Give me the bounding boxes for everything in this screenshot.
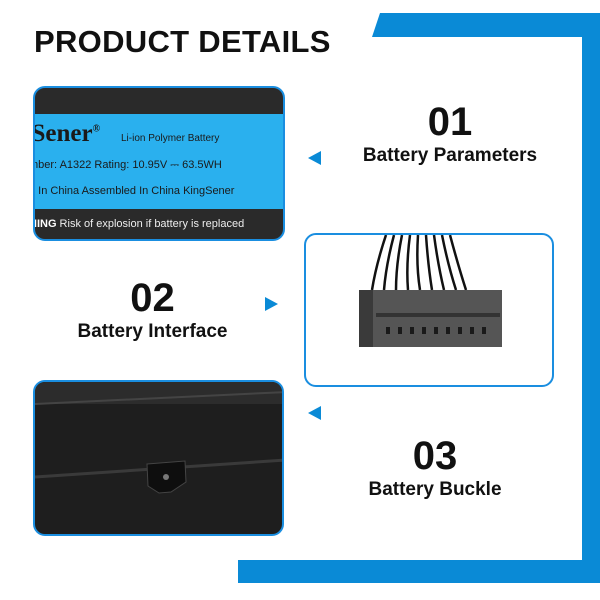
brand-logo: gSener® <box>33 120 101 147</box>
section-03: 03 Battery Buckle <box>330 434 540 502</box>
battery-type: Li-ion Polymer Battery <box>121 133 220 144</box>
battery-origin: e In China Assembled In China KingSener <box>33 185 235 197</box>
arrow-right-icon <box>265 297 278 311</box>
arrow-left-icon <box>308 406 321 420</box>
blue-frame-top <box>372 13 600 37</box>
section-number: 03 <box>412 434 458 478</box>
section-01: 01 Battery Parameters <box>340 100 560 168</box>
page-title: PRODUCT DETAILS <box>34 24 331 59</box>
section-number: 02 <box>130 276 175 320</box>
connector-photo <box>304 233 554 387</box>
section-name: Battery Interface <box>77 321 228 342</box>
buckle-illustration <box>35 382 282 494</box>
connector-illustration <box>359 235 502 347</box>
section-name: Battery Parameters <box>362 145 538 166</box>
battery-label-photo: gSener® Li-ion Polymer Battery mber: A13… <box>33 86 285 241</box>
battery-buckle-photo <box>33 380 284 536</box>
section-02: 02 Battery Interface <box>50 276 255 344</box>
blue-frame-bottom <box>238 560 600 583</box>
arrow-left-icon <box>308 151 321 165</box>
battery-label: gSener® Li-ion Polymer Battery mber: A13… <box>35 114 283 209</box>
section-name: Battery Buckle <box>368 479 502 500</box>
battery-rating: mber: A1322 Rating: 10.95V ⎓ 63.5WH <box>33 159 222 171</box>
section-number: 01 <box>427 100 473 144</box>
blue-frame-right <box>582 13 600 583</box>
warning-text: NING Risk of explosion if battery is rep… <box>35 218 245 230</box>
